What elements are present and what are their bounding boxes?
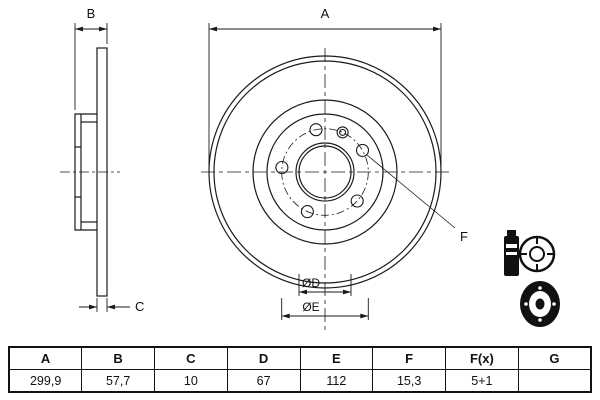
brake-parts-package-icon <box>504 230 519 276</box>
dimension-D-arrows <box>299 289 351 295</box>
value-g <box>517 369 592 393</box>
dimension-E-arrows <box>281 313 369 319</box>
value-c: 10 <box>154 369 228 393</box>
col-header-d: D <box>226 346 301 370</box>
centerlines <box>201 48 449 330</box>
label-F: F <box>460 229 468 244</box>
dimension-E-lines <box>281 298 369 320</box>
value-fx: 5+1 <box>445 369 519 393</box>
label-C: C <box>135 299 144 314</box>
label-D: ØD <box>302 276 320 290</box>
value-a: 299,9 <box>8 369 83 393</box>
dimension-B-arrows <box>75 26 107 32</box>
label-E: ØE <box>302 300 319 314</box>
leader-F-line <box>366 154 456 229</box>
value-b: 57,7 <box>81 369 155 393</box>
dimension-A-arrows <box>209 26 441 32</box>
brake-disc-front-icon <box>518 235 556 273</box>
col-header-g: G <box>517 346 592 370</box>
dimensions-table: A B C D E F F(x) G 299,9 57,7 10 67 112 … <box>8 346 592 393</box>
dimension-C-arrows <box>89 304 115 310</box>
dimension-B-lines <box>74 23 108 110</box>
table-value-row: 299,9 57,7 10 67 112 15,3 5+1 <box>8 369 592 393</box>
technical-drawing: B C <box>60 6 560 330</box>
bolt-circle-centerline <box>281 128 369 216</box>
dimension-C-lines <box>79 298 130 312</box>
label-B: B <box>87 6 96 21</box>
value-e: 112 <box>299 369 374 393</box>
dimension-D-lines <box>298 274 352 296</box>
bolt-holes <box>275 123 370 219</box>
table-header-row: A B C D E F F(x) G <box>8 346 592 370</box>
value-f: 15,3 <box>372 369 446 393</box>
col-header-a: A <box>8 346 83 370</box>
col-header-c: C <box>154 346 228 370</box>
dimension-A-lines <box>208 23 442 170</box>
value-d: 67 <box>226 369 301 393</box>
col-header-fx: F(x) <box>445 346 519 370</box>
drawing-area: B C <box>60 6 560 330</box>
col-header-b: B <box>81 346 155 370</box>
col-header-e: E <box>299 346 374 370</box>
col-header-f: F <box>372 346 446 370</box>
brake-disc-side-icon <box>520 281 560 327</box>
label-A: A <box>321 6 330 21</box>
